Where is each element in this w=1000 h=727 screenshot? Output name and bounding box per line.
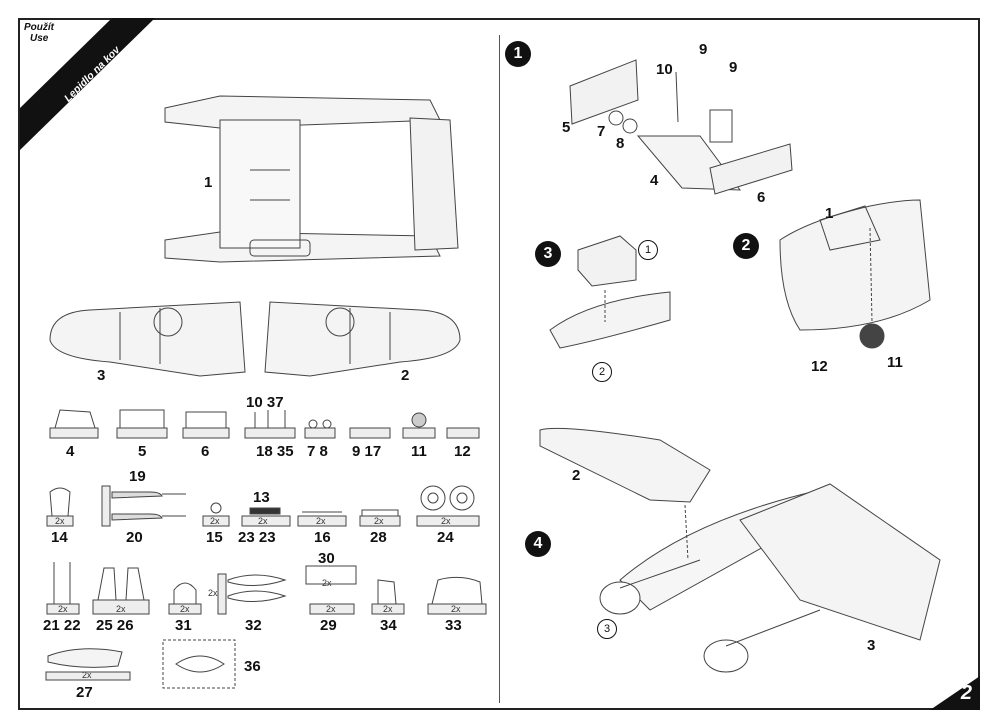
page-number: 2 — [960, 682, 972, 704]
part-label-2: 2 — [401, 367, 410, 384]
part-label-31: 31 — [175, 617, 192, 634]
part-label-25-26: 25 26 — [96, 617, 134, 634]
qty-label-14: 2x — [55, 516, 65, 526]
qty-label-25-26: 2x — [116, 604, 126, 614]
part-2-drawing — [264, 301, 461, 377]
step1-label-5: 5 — [562, 119, 571, 136]
qty-label-16: 2x — [316, 516, 326, 526]
step1-label-9b: 9 — [729, 59, 738, 76]
step1-label-4: 4 — [650, 172, 659, 189]
qty-label-23: 2x — [258, 516, 268, 526]
step2-drawing — [779, 199, 931, 349]
part-label-6: 6 — [201, 443, 210, 460]
part-label-19: 19 — [129, 468, 146, 485]
part-label-32: 32 — [245, 617, 262, 634]
part-label-5: 5 — [138, 443, 147, 460]
qty-label-28: 2x — [374, 516, 384, 526]
step2-label-1: 1 — [825, 205, 834, 222]
part-label-16: 16 — [314, 529, 331, 546]
small-parts-row3 — [46, 562, 487, 615]
qty-label-32: 2x — [208, 588, 218, 598]
step4-drawing — [539, 427, 941, 673]
part-label-9-17: 9 17 — [352, 443, 382, 460]
use-label-cz: Použít — [24, 22, 54, 33]
part-label-28: 28 — [370, 529, 387, 546]
step1-label-10: 10 — [656, 61, 673, 78]
step3-drawing — [549, 235, 671, 349]
qty-label-21-22: 2x — [58, 604, 68, 614]
part-label-10-37: 10 37 — [246, 394, 284, 411]
step4-label-2: 2 — [572, 467, 581, 484]
part-1-drawing — [164, 95, 459, 263]
part-label-23-23: 23 23 — [238, 529, 276, 546]
part-label-1: 1 — [204, 174, 213, 191]
part-label-14: 14 — [51, 529, 68, 546]
use-label: Použít Use — [24, 22, 54, 44]
qty-label-24: 2x — [441, 516, 451, 526]
page-frame — [18, 18, 980, 710]
small-parts-row1 — [49, 409, 480, 439]
qty-label-31: 2x — [180, 604, 190, 614]
use-label-en: Use — [30, 33, 49, 44]
step4-label-3: 3 — [867, 637, 876, 654]
part-label-34: 34 — [380, 617, 397, 634]
part-label-36: 36 — [244, 658, 261, 675]
part-label-13: 13 — [253, 489, 270, 506]
step2-label-11: 11 — [887, 354, 903, 371]
part-label-21-22: 21 22 — [43, 617, 81, 634]
qty-label-34: 2x — [383, 604, 393, 614]
step2-label-12: 12 — [811, 358, 828, 375]
qty-label-33: 2x — [451, 604, 461, 614]
small-parts-row4 — [45, 639, 236, 689]
small-parts-row2 — [46, 485, 480, 527]
part-label-30: 30 — [318, 550, 335, 567]
page-corner — [930, 676, 980, 710]
part-label-7-8: 7 8 — [307, 443, 328, 460]
step3-ref-1: 1 — [638, 240, 658, 260]
qty-label-15: 2x — [210, 516, 220, 526]
step1-label-9a: 9 — [699, 41, 708, 58]
part-label-29: 29 — [320, 617, 337, 634]
part-label-15: 15 — [206, 529, 223, 546]
part-label-12: 12 — [454, 443, 471, 460]
part-label-18-35: 18 35 — [256, 443, 294, 460]
part-label-27: 27 — [76, 684, 93, 701]
part-3-drawing — [49, 301, 246, 377]
step4-ref-3: 3 — [597, 619, 617, 639]
parts-drawings — [45, 95, 487, 689]
step1-drawing — [569, 59, 793, 195]
step-3-badge: 3 — [535, 241, 561, 267]
part-label-4: 4 — [66, 443, 75, 460]
step-2-badge: 2 — [733, 233, 759, 259]
qty-label-27: 2x — [82, 670, 92, 680]
qty-label-29: 2x — [326, 604, 336, 614]
step-4-badge: 4 — [525, 531, 551, 557]
part-label-3: 3 — [97, 367, 106, 384]
part-label-24: 24 — [437, 529, 454, 546]
column-divider — [499, 35, 500, 703]
assembly-drawings — [539, 59, 941, 673]
step1-label-8: 8 — [616, 135, 625, 152]
step1-label-7: 7 — [597, 123, 606, 140]
step1-label-6: 6 — [757, 189, 766, 206]
step-1-badge: 1 — [505, 41, 531, 67]
glue-banner — [20, 18, 155, 150]
part-label-20: 20 — [126, 529, 143, 546]
part-label-11: 11 — [411, 443, 427, 460]
step3-ref-2: 2 — [592, 362, 612, 382]
part-label-33: 33 — [445, 617, 462, 634]
qty-label-30: 2x — [322, 578, 332, 588]
